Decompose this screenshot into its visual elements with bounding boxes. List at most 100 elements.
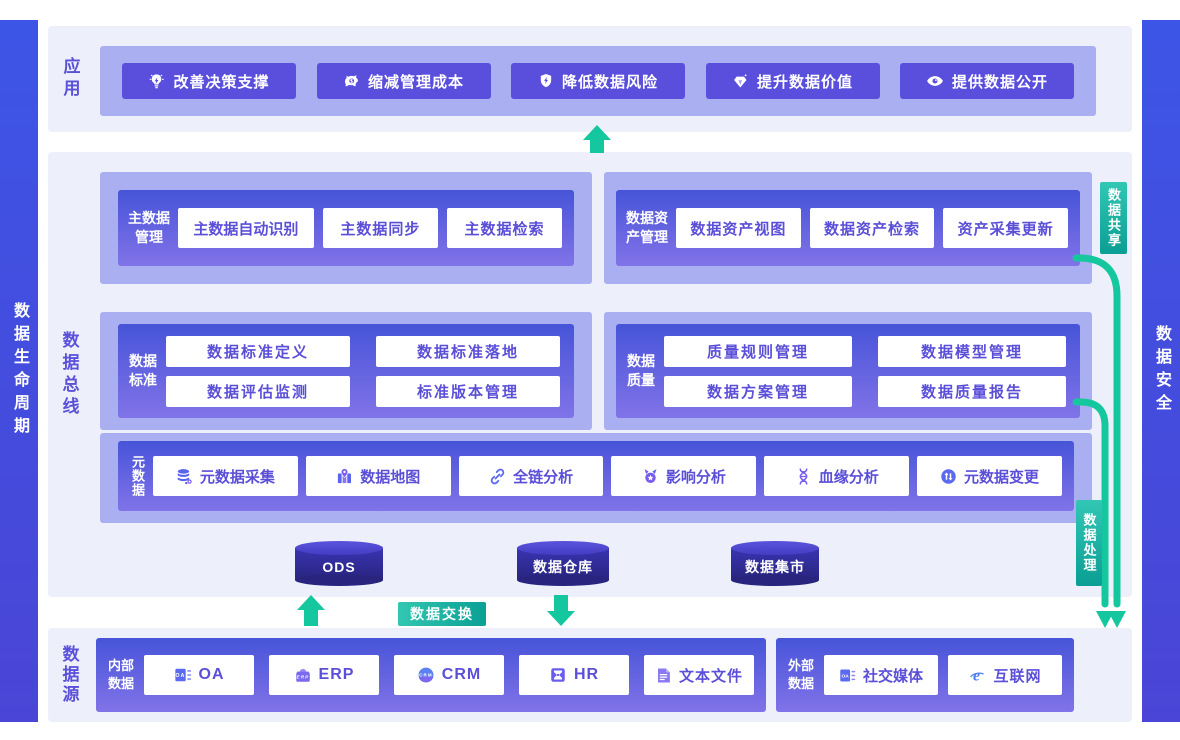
- svg-text:ERP: ERP: [296, 674, 309, 679]
- application-panel-label: 应用: [60, 57, 80, 101]
- share-flow-arrowhead: [1108, 611, 1126, 628]
- chip-quality-report[interactable]: 数据质量报告: [878, 375, 1066, 407]
- chip-label: 元数据变更: [964, 468, 1040, 486]
- store-label: ODS: [322, 559, 356, 575]
- chip-data-map[interactable]: 数据地图: [305, 456, 451, 496]
- chip-label: OA: [198, 666, 225, 683]
- chip-master-sync[interactable]: 主数据同步: [322, 208, 438, 248]
- chip-standard-monitor[interactable]: 数据评估监测: [166, 375, 350, 407]
- data-asset-container: 数据资产管理 数据资产视图 数据资产检索 资产采集更新: [604, 172, 1092, 284]
- master-data-group-label: 主数据管理: [128, 210, 170, 245]
- data-quality-group: 数据质量 质量规则管理 数据模型管理 数据方案管理 数据质量报告: [616, 324, 1080, 418]
- app-button-open[interactable]: 提供数据公开: [900, 63, 1074, 99]
- app-button-label: 提升数据价值: [756, 73, 853, 91]
- chip-label: 影响分析: [665, 468, 726, 486]
- left-lifecycle-bar: 数据生命周期: [0, 20, 38, 722]
- chip-internet[interactable]: e 互联网: [948, 655, 1062, 695]
- ods-store: ODS: [295, 541, 383, 586]
- data-process-badge: 数据处理: [1076, 500, 1102, 586]
- eye-icon: [926, 72, 944, 90]
- chip-master-auto-identify[interactable]: 主数据自动识别: [178, 208, 314, 248]
- chip-standard-version[interactable]: 标准版本管理: [376, 375, 560, 407]
- metadata-group: 元数据 元数据采集 数据地图 全链分析 影响分析 血缘分析: [118, 441, 1074, 511]
- chip-label: 全链分析: [513, 468, 574, 486]
- metadata-container: 元数据 元数据采集 数据地图 全链分析 影响分析 血缘分析: [100, 433, 1092, 523]
- down-arrow-from-warehouse: [547, 595, 575, 626]
- chip-label: 血缘分析: [818, 468, 879, 486]
- chip-quality-rules[interactable]: 质量规则管理: [664, 335, 852, 367]
- chip-label: ERP: [318, 666, 355, 683]
- chip-lineage-analysis[interactable]: 血缘分析: [764, 456, 910, 496]
- svg-text:CRM: CRM: [419, 672, 433, 677]
- app-button-cost[interactable]: 缩减管理成本: [316, 63, 491, 99]
- chip-metadata-collect[interactable]: 元数据采集: [153, 456, 298, 496]
- chip-impact-analysis[interactable]: 影响分析: [611, 456, 757, 496]
- diamond-icon: [732, 73, 749, 90]
- application-button-strip: 改善决策支撑 缩减管理成本 降低数据风险 提升数据价值 提供数据公开: [100, 46, 1096, 116]
- master-data-group: 主数据管理 主数据自动识别 主数据同步 主数据检索: [118, 190, 574, 266]
- chip-crm[interactable]: CRM CRM: [394, 655, 504, 695]
- chip-master-search[interactable]: 主数据检索: [446, 208, 562, 248]
- svg-text:OA: OA: [175, 673, 185, 679]
- data-process-label: 数据处理: [1081, 513, 1097, 573]
- up-arrow-to-ods: [297, 595, 325, 626]
- data-mart-store: 数据集市: [731, 541, 819, 586]
- master-data-container: 主数据管理 主数据自动识别 主数据同步 主数据检索: [100, 172, 592, 284]
- social-doc-icon: OA: [839, 667, 856, 684]
- text-file-icon: [655, 667, 672, 684]
- database-icon: [176, 468, 193, 485]
- data-standard-group-label: 数据标准: [129, 353, 157, 388]
- right-security-bar: 数据安全: [1142, 20, 1180, 722]
- right-security-label: 数据安全: [1153, 325, 1170, 417]
- data-asset-group: 数据资产管理 数据资产视图 数据资产检索 资产采集更新: [616, 190, 1080, 266]
- map-pin-icon: [336, 467, 353, 485]
- internal-data-group-label: 内部数据: [107, 658, 134, 691]
- external-data-group: 外部数据 OA 社交媒体 e 互联网: [776, 638, 1074, 712]
- chip-model-manage[interactable]: 数据模型管理: [878, 335, 1066, 367]
- data-share-badge: 数据共享: [1100, 182, 1127, 254]
- chip-label: 互联网: [993, 667, 1042, 685]
- data-source-panel-label: 数据源: [59, 645, 79, 705]
- app-button-label: 改善决策支撑: [173, 73, 270, 91]
- chip-asset-view[interactable]: 数据资产视图: [676, 208, 801, 248]
- erp-icon: ERP: [294, 666, 312, 684]
- chip-social-media[interactable]: OA 社交媒体: [824, 655, 938, 695]
- data-share-label: 数据共享: [1106, 188, 1121, 248]
- app-button-risk[interactable]: 降低数据风险: [511, 63, 685, 99]
- store-label: 数据仓库: [533, 559, 593, 575]
- chip-oa[interactable]: OA OA: [144, 655, 254, 695]
- app-button-label: 降低数据风险: [561, 73, 658, 91]
- app-button-label: 提供数据公开: [951, 73, 1048, 91]
- chip-label: HR: [573, 666, 600, 683]
- chip-plan-manage[interactable]: 数据方案管理: [664, 375, 852, 407]
- internet-icon: e: [968, 666, 986, 684]
- app-button-decision[interactable]: 改善决策支撑: [122, 63, 296, 99]
- app-button-value[interactable]: 提升数据价值: [705, 63, 880, 99]
- chip-asset-collect[interactable]: 资产采集更新: [943, 208, 1069, 248]
- link-icon: [489, 468, 506, 485]
- metadata-group-label: 元数据: [130, 455, 145, 497]
- chip-standard-define[interactable]: 数据标准定义: [166, 335, 350, 367]
- chip-hr[interactable]: HR: [519, 655, 629, 695]
- change-icon: [940, 468, 957, 485]
- chip-label: 元数据采集: [199, 468, 275, 486]
- left-lifecycle-label: 数据生命周期: [11, 302, 28, 440]
- chip-standard-land[interactable]: 数据标准落地: [376, 335, 560, 367]
- internal-data-group: 内部数据 OA OA ERP ERP CRM CRM HR 文本文件: [96, 638, 766, 712]
- chip-full-chain-analysis[interactable]: 全链分析: [458, 456, 604, 496]
- data-warehouse-store: 数据仓库: [517, 541, 609, 586]
- chip-metadata-change[interactable]: 元数据变更: [917, 456, 1062, 496]
- chip-label: 数据地图: [360, 468, 421, 486]
- chip-text-file[interactable]: 文本文件: [644, 655, 754, 695]
- process-flow-arrowhead: [1096, 611, 1114, 628]
- data-standard-container: 数据标准 数据标准定义 数据标准落地 数据评估监测 标准版本管理: [100, 312, 592, 430]
- store-label: 数据集市: [745, 559, 805, 575]
- data-bus-panel-label: 数据总线: [59, 331, 79, 419]
- data-exchange-badge: 数据交换: [398, 602, 486, 626]
- chip-erp[interactable]: ERP ERP: [269, 655, 379, 695]
- chip-asset-search[interactable]: 数据资产检索: [809, 208, 935, 248]
- crm-icon: CRM: [417, 666, 435, 684]
- data-asset-group-label: 数据资产管理: [626, 210, 668, 245]
- chip-label: 文本文件: [678, 667, 743, 685]
- svg-text:OA: OA: [841, 673, 849, 679]
